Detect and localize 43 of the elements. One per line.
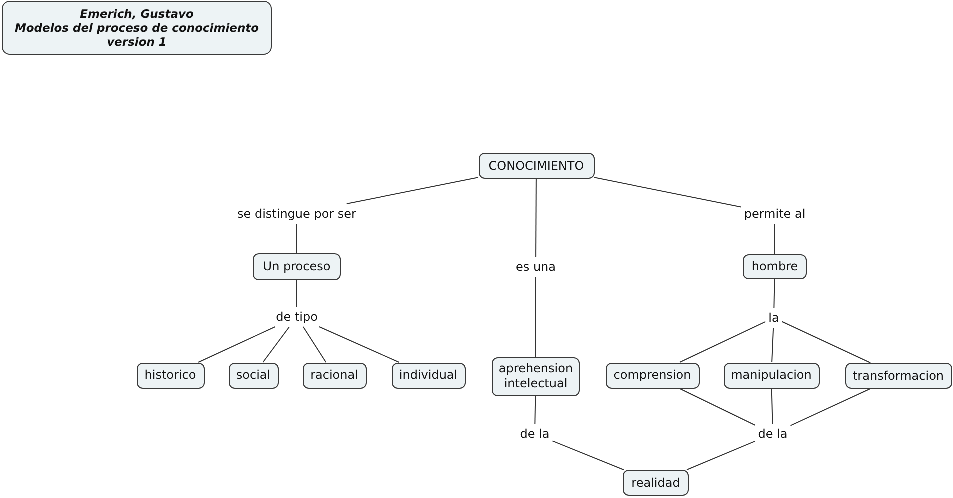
connector-line xyxy=(774,279,776,308)
linking-phrase: se distingue por ser xyxy=(238,207,356,221)
connector-line xyxy=(774,224,776,255)
concept-box: Un proceso xyxy=(253,254,341,280)
linking-phrase: es una xyxy=(516,260,556,274)
connector-line xyxy=(262,326,290,363)
connector-line xyxy=(534,396,536,424)
concept-box: manipulacion xyxy=(724,362,820,388)
connector-line xyxy=(296,280,298,308)
concept-box: CONOCIMIENTO xyxy=(478,153,594,179)
concept-box: hombre xyxy=(743,254,807,280)
connector-line xyxy=(679,321,766,363)
connector-line xyxy=(686,440,756,470)
concept-box: comprension xyxy=(606,362,700,388)
connector-line xyxy=(346,177,479,204)
concept-box: realidad xyxy=(623,470,689,496)
connector-line xyxy=(790,388,871,426)
connector-line xyxy=(318,326,400,363)
concept-box: aprehension intelectual xyxy=(492,357,580,396)
linking-phrase: la xyxy=(768,311,780,325)
connector-line xyxy=(594,177,742,208)
connector-line xyxy=(771,388,774,424)
concept-box: transformacion xyxy=(845,363,952,389)
linking-phrase: de la xyxy=(758,427,788,441)
connector-line xyxy=(678,388,756,426)
connector-line xyxy=(296,224,298,254)
connector-line xyxy=(782,321,872,364)
concept-box: social xyxy=(228,362,278,388)
linking-phrase: permite al xyxy=(744,207,806,221)
connector-line xyxy=(772,328,774,363)
title-line: version 1 xyxy=(107,35,167,49)
concept-box: historico xyxy=(136,362,204,388)
linking-phrase: de tipo xyxy=(276,310,318,324)
concept-box: racional xyxy=(302,362,366,388)
title-line: Modelos del proceso de conocimiento xyxy=(14,21,260,35)
connector-line xyxy=(198,326,276,363)
connector-line xyxy=(302,326,327,363)
concept-box: individual xyxy=(392,362,466,388)
linking-phrase: de la xyxy=(520,427,550,441)
connector-line xyxy=(552,440,624,470)
title-line: Emerich, Gustavo xyxy=(80,7,194,21)
connector-line xyxy=(536,178,537,258)
title-box xyxy=(2,1,272,55)
